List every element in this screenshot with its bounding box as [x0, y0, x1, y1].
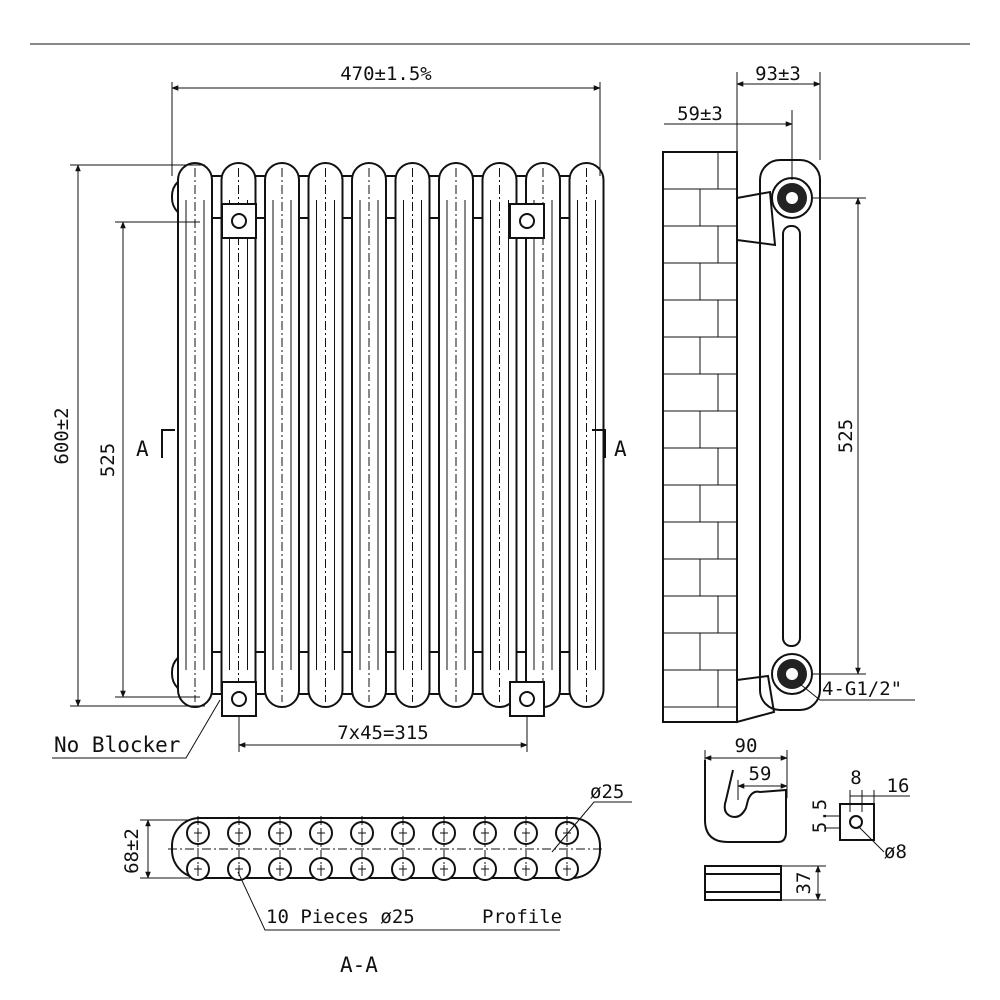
section-mark-right: A	[614, 437, 627, 461]
bottom-connection-bore	[786, 668, 798, 680]
plate-hole-icon	[849, 815, 863, 829]
bracket-plate	[839, 803, 875, 841]
section-depth-dimension: 68±2	[121, 828, 143, 874]
pieces-label: 10 Pieces ø25	[266, 906, 415, 928]
radiator-side-tube	[782, 225, 801, 647]
top-connection-bore	[786, 192, 798, 204]
bracket-bolt-icon	[231, 691, 247, 707]
profile-label: Profile	[482, 906, 562, 928]
wall-bricks	[663, 152, 737, 708]
centers-dimension: 525	[97, 443, 119, 477]
no-blocker-label: No Blocker	[54, 733, 180, 757]
tube-diameter-dimension: ø25	[590, 781, 624, 803]
bracket-overall-dimension: 90	[735, 735, 758, 757]
section-view: 68±2 ø25 10 Pieces ø25 Profile A-A	[121, 781, 632, 977]
bracket-bolt-icon	[231, 213, 247, 229]
bracket-plan	[704, 865, 782, 901]
bracket-bolt-icon	[519, 213, 535, 229]
side-bracket-top	[736, 190, 777, 247]
radiator-columns	[177, 162, 605, 708]
wall-offset-dimension: 59±3	[677, 103, 723, 125]
width-dimension: 470±1.5%	[340, 63, 432, 85]
slot-width-dimension: 8	[850, 767, 861, 789]
section-header-outline	[171, 817, 601, 879]
front-brackets	[221, 203, 545, 717]
bracket-top-right	[509, 203, 545, 239]
side-centers-dimension: 525	[835, 419, 857, 453]
bracket-profile	[704, 760, 787, 843]
bracket-width-dimension: 37	[793, 872, 815, 895]
bracket-bottom-left	[221, 681, 257, 717]
slot-height-dimension: 5.5	[809, 799, 831, 833]
hole-diameter-dimension: ø8	[884, 841, 907, 863]
section-tubes	[186, 816, 579, 884]
height-dimension: 600±2	[51, 407, 73, 464]
depth-dimension: 93±3	[755, 63, 801, 85]
brick-wall	[662, 151, 738, 723]
connection-label: 4-G1/2"	[822, 678, 902, 700]
bracket-bolt-icon	[519, 691, 535, 707]
side-bracket-bottom	[736, 674, 776, 724]
bracket-top-left	[221, 203, 257, 239]
section-mark-left: A	[136, 437, 149, 461]
section-title: A-A	[340, 953, 378, 977]
bracket-span-dimension: 7x45=315	[337, 722, 429, 744]
side-view: 93±3 59±3 525 4-G1/2"	[662, 63, 915, 724]
radiator-side-body	[759, 159, 821, 711]
bracket-detail: 90 59 37 8 16 5.5 ø8	[704, 735, 910, 901]
bracket-offset-dimension: 59	[749, 763, 772, 785]
bracket-bottom-right	[509, 681, 545, 717]
plate-width-dimension: 16	[887, 775, 910, 797]
front-view: 470±1.5% 600±2 525 A A 7x45=315 No Block…	[51, 63, 627, 759]
